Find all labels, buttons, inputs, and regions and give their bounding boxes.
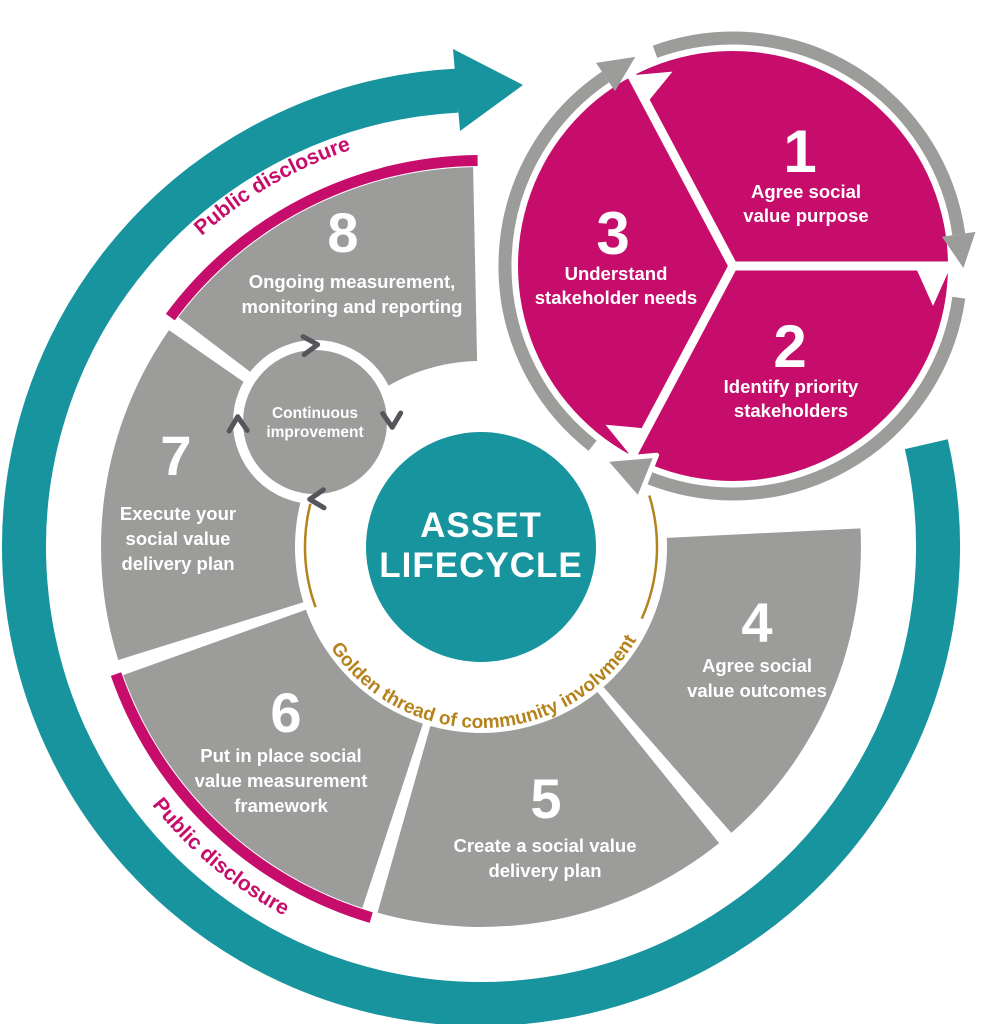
continuous-improvement-arrows-icon — [226, 334, 404, 511]
segment-6-shape — [123, 609, 423, 908]
segment-4-shape — [603, 528, 861, 833]
segment-8-shape — [178, 167, 478, 435]
center-circle-shape — [366, 432, 596, 662]
continuous-improvement-shape — [233, 340, 397, 504]
strategy-ring-arrowhead-right-icon — [941, 231, 976, 268]
step-3-number: 3 — [596, 200, 629, 267]
public-disclosure-arc-top — [165, 155, 478, 321]
public-disclosure-arc-bottom — [110, 672, 373, 923]
step-5-number: 5 — [530, 767, 561, 830]
golden-thread-arc-right — [640, 495, 659, 620]
outer-cycle-arc — [2, 68, 960, 1024]
golden-thread-arc-left — [303, 498, 317, 608]
strategy-divider-arrowheads-icon — [605, 71, 950, 457]
strategy-ring-arrowhead-top-icon — [596, 56, 636, 92]
segment-5-shape — [377, 692, 720, 927]
step-8-number: 8 — [327, 201, 358, 264]
lifecycle-wheel — [101, 155, 861, 927]
outer-cycle-arrowhead-icon — [453, 49, 523, 131]
step-4-number: 4 — [741, 591, 772, 654]
step-6-number: 6 — [270, 681, 301, 744]
outer-cycle-arrow — [2, 49, 960, 1024]
step-2-number: 2 — [773, 313, 806, 380]
strategy-to-wheel-arrowhead-icon — [601, 452, 660, 503]
step-8-label: Ongoing measurement,monitoring and repor… — [242, 271, 463, 317]
step-7-number: 7 — [160, 424, 191, 487]
strategy-ring — [498, 31, 966, 501]
step-1-number: 1 — [783, 118, 816, 185]
